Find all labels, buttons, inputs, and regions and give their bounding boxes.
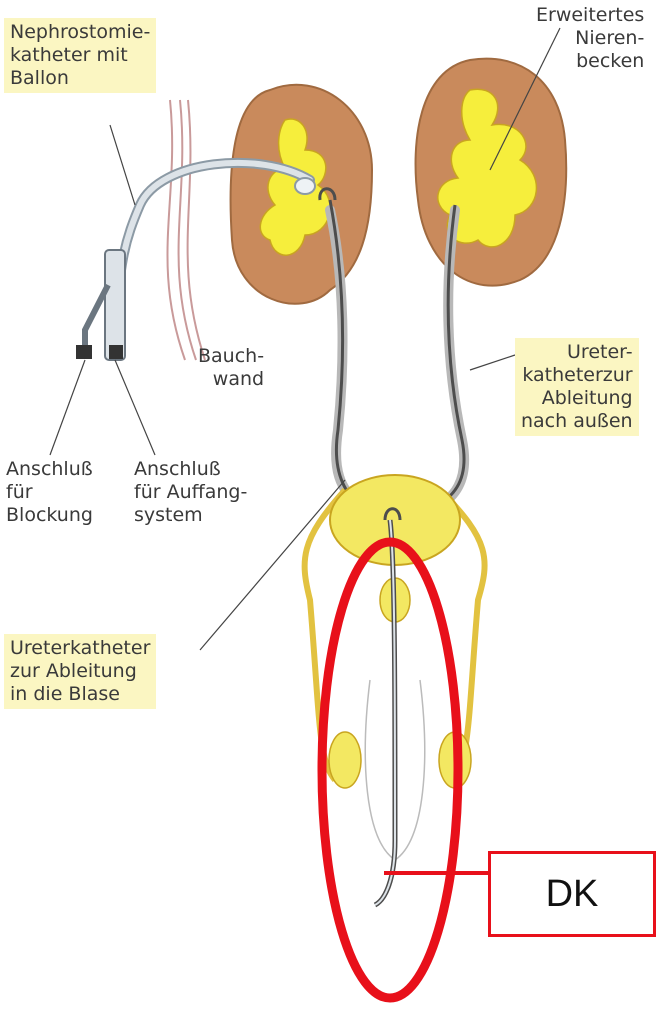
label-ureter-catheter-bladder: Ureterkatheter zur Ableitung in die Blas… — [4, 634, 156, 709]
abdominal-wall — [167, 100, 205, 360]
label-renal-pelvis: Erweitertes Nieren- becken — [536, 4, 644, 73]
label-abdominal-wall: Bauch- wand — [198, 345, 264, 391]
label-ureter-catheter-external: Ureter- katheterzur Ableitung nach außen — [515, 338, 639, 436]
dk-label-text: DK — [546, 873, 599, 916]
urethral-catheter — [375, 509, 400, 905]
label-port-blocking: Anschluß für Blockung — [6, 458, 93, 527]
dk-label-box: DK — [488, 851, 656, 937]
right-kidney — [416, 59, 567, 286]
label-nephrostomy-catheter: Nephrostomie- katheter mit Ballon — [4, 18, 156, 93]
label-port-collection: Anschluß für Auffang- system — [134, 458, 247, 527]
